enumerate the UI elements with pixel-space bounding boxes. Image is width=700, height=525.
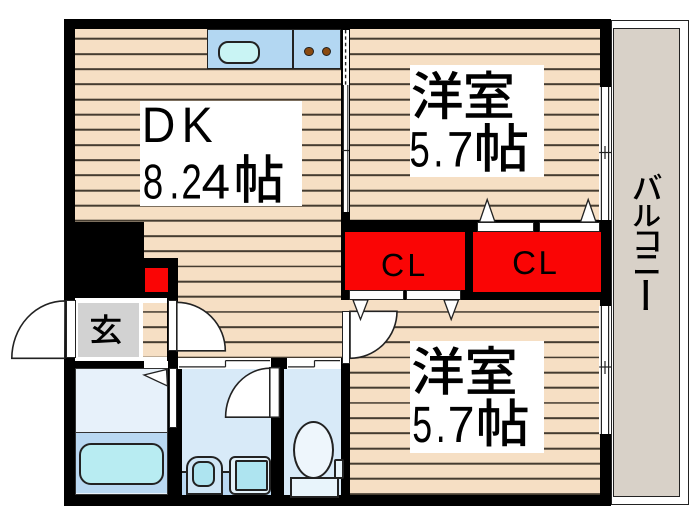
svg-text:2: 2: [181, 155, 201, 209]
svg-text:7: 7: [447, 121, 473, 177]
svg-text:5: 5: [409, 121, 429, 177]
svg-text:4: 4: [202, 155, 231, 209]
svg-text:8: 8: [143, 155, 163, 209]
svg-text:.: .: [433, 121, 443, 177]
svg-text:C: C: [381, 247, 404, 283]
svg-text:.: .: [436, 396, 446, 453]
svg-text:L: L: [407, 247, 425, 283]
svg-text:.: .: [169, 155, 179, 209]
svg-text:D: D: [142, 97, 176, 153]
svg-text:K: K: [182, 97, 213, 153]
svg-text:5: 5: [412, 396, 432, 453]
svg-text:C: C: [512, 244, 536, 281]
svg-text:L: L: [539, 244, 557, 281]
svg-text:7: 7: [448, 396, 475, 453]
